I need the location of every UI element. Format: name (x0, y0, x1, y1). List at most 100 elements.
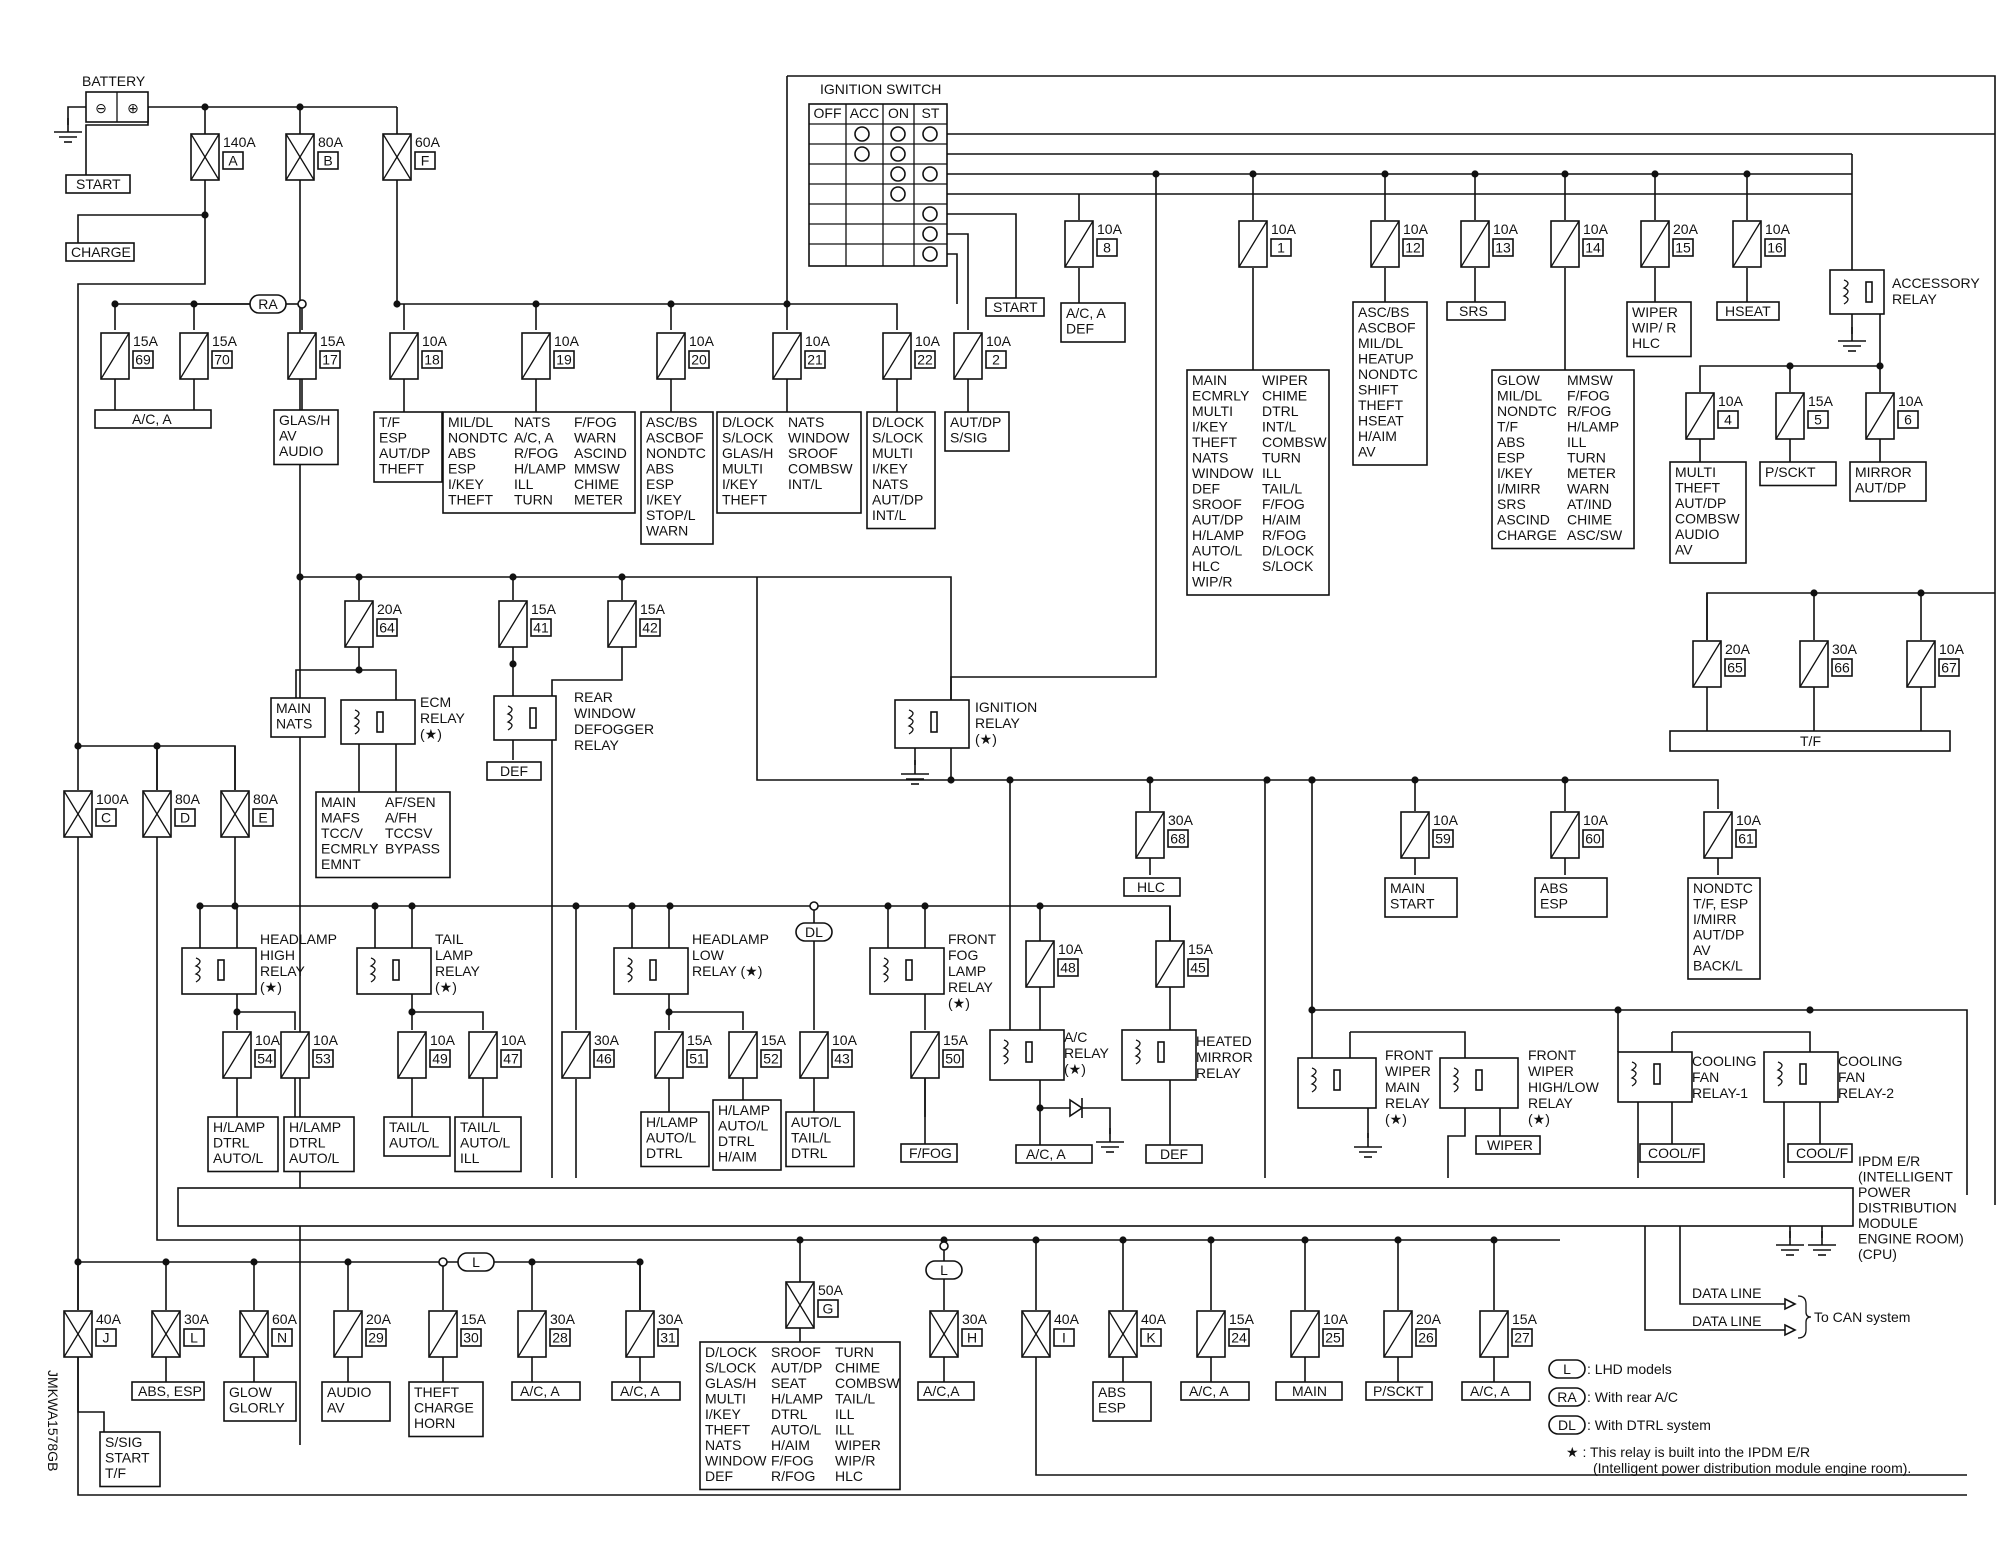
load-fg-item: SEAT (771, 1375, 807, 1391)
fuse-26-stroke (1383, 1310, 1413, 1358)
fuse-D-id: D (180, 810, 190, 826)
load-f48 (1015, 1144, 1093, 1164)
load-f69-70 (94, 409, 212, 429)
junction-dot (296, 573, 304, 581)
load-f1-item: WIP/R (1192, 574, 1232, 590)
load-f1-item: MAIN (1192, 372, 1227, 388)
load-f20-item: I/KEY (646, 492, 682, 508)
fuse-43-stroke (799, 1031, 829, 1079)
fuse-47-stroke (468, 1031, 498, 1079)
wire (77, 214, 205, 243)
fuse-51-stroke (654, 1031, 684, 1079)
load-f14 (1491, 369, 1635, 550)
load-f61-item: I/MIRR (1693, 911, 1737, 927)
fuse-N-stroke2 (239, 1310, 269, 1358)
legend-symbol-bubble (1548, 1415, 1586, 1435)
load-f19-item: ASCIND (574, 445, 627, 461)
fuse-69-rating: 15A (133, 333, 159, 349)
junction-dot (1806, 1006, 1814, 1014)
load-f61-item: BACK/L (1693, 958, 1743, 974)
heated-mirror-relay-label: HEATED (1196, 1033, 1252, 1049)
fuse-45-stroke (1155, 940, 1185, 988)
load-fg-item: WIPER (835, 1437, 881, 1453)
load-f21-item: COMBSW (788, 461, 853, 477)
fuse-29-id: 29 (368, 1330, 384, 1346)
legend-symbol: L (1563, 1361, 1571, 1377)
load-f1-item: MULTI (1192, 403, 1233, 419)
cooling-fan-relay-1-label: COOLING (1692, 1053, 1757, 1069)
fuse-68-rating: 30A (1168, 812, 1194, 828)
load-f8-item: A/C, A (1066, 305, 1106, 321)
ipdm-label: MODULE (1858, 1215, 1918, 1231)
load-f14-item: WARN (1567, 481, 1609, 497)
rear-defogger-relay-coil (506, 705, 513, 731)
load-f12-item: AV (1358, 444, 1376, 460)
load-f19-item: CHIME (574, 476, 619, 492)
wire (1082, 1107, 1111, 1134)
fuse-28-stroke (517, 1310, 547, 1358)
load-def (486, 761, 542, 781)
fuse-54-rating: 10A (255, 1032, 281, 1048)
load-f1-item: HLC (1192, 558, 1220, 574)
load-f61-item: AV (1693, 942, 1711, 958)
fuse-G-id: G (823, 1301, 834, 1317)
fuse-I-id-box (1053, 1328, 1075, 1347)
fuse-2-stroke (953, 332, 983, 380)
fuse-41-id: 41 (533, 620, 549, 636)
load-f59-item: START (1390, 896, 1435, 912)
fuse-H-rating: 30A (962, 1311, 988, 1327)
fuse-6-stroke (1865, 392, 1895, 440)
fuse-18-rating: 10A (422, 333, 448, 349)
fuse-C-id: C (101, 810, 111, 826)
wire (947, 213, 1017, 298)
load-f17-item: AV (279, 428, 297, 444)
load-f54 (207, 1116, 279, 1173)
load-f12-item: H/AIM (1358, 428, 1397, 444)
load-f2-item: S/SIG (950, 430, 987, 446)
load-f1-item: AUT/DP (1192, 512, 1243, 528)
accessory-relay (1829, 269, 1885, 315)
fuse-15-stroke (1640, 220, 1670, 268)
headlamp-low-relay-label: HEADLAMP (692, 931, 769, 947)
load-lL-item: ABS, ESP (138, 1383, 202, 1399)
load-tf (1669, 730, 1951, 752)
load-f14-item: NONDTC (1497, 403, 1557, 419)
fuse-F-id: F (421, 153, 430, 169)
fuse-68-stroke (1135, 811, 1165, 859)
load-f14-item: ASC/SW (1567, 527, 1623, 543)
load-f54-item: H/LAMP (213, 1119, 265, 1135)
front-fog-lamp-relay-label: RELAY (948, 979, 994, 995)
load-f53-item: H/LAMP (289, 1119, 341, 1135)
load-f15 (1626, 301, 1692, 358)
battery-label: BATTERY (82, 73, 146, 89)
fuse-H-stroke2 (929, 1310, 959, 1358)
wire (411, 994, 484, 1030)
load-ecm-item: MAIN (321, 794, 356, 810)
fuse-26-id-box (1415, 1328, 1437, 1347)
wire (359, 669, 397, 700)
load-ecm-item: TCC/V (321, 825, 364, 841)
cooling-fan-relay-2-label: FAN (1838, 1069, 1865, 1085)
fuse-D-stroke2 (142, 790, 172, 838)
load-f22-item: AUT/DP (872, 492, 923, 508)
junction-dot (1394, 1236, 1402, 1244)
load-f52 (712, 1099, 782, 1171)
fuse-47-id-box (500, 1049, 522, 1068)
fuse-64-stroke (344, 600, 374, 648)
load-fg-item: S/LOCK (705, 1360, 757, 1376)
tail-lamp-relay-label: RELAY (435, 963, 481, 979)
load-f1-item: WIPER (1262, 372, 1308, 388)
load-f14-item: AT/IND (1567, 496, 1612, 512)
load-f15-item: WIPER (1632, 304, 1678, 320)
load-fg-item: MULTI (705, 1391, 746, 1407)
load-f19-item: NATS (514, 414, 550, 430)
load-fg-item: TAIL/L (835, 1391, 875, 1407)
load-l31 (611, 1381, 681, 1401)
fuse-47-id: 47 (503, 1051, 519, 1067)
fuse-59-id-box (1432, 829, 1454, 848)
load-f1-item: ILL (1262, 465, 1282, 481)
fuse-E-id: E (258, 810, 267, 826)
junction-dot (1471, 170, 1479, 178)
fuse-31-id-box (657, 1328, 679, 1347)
battery-minus: ⊖ (95, 100, 107, 116)
